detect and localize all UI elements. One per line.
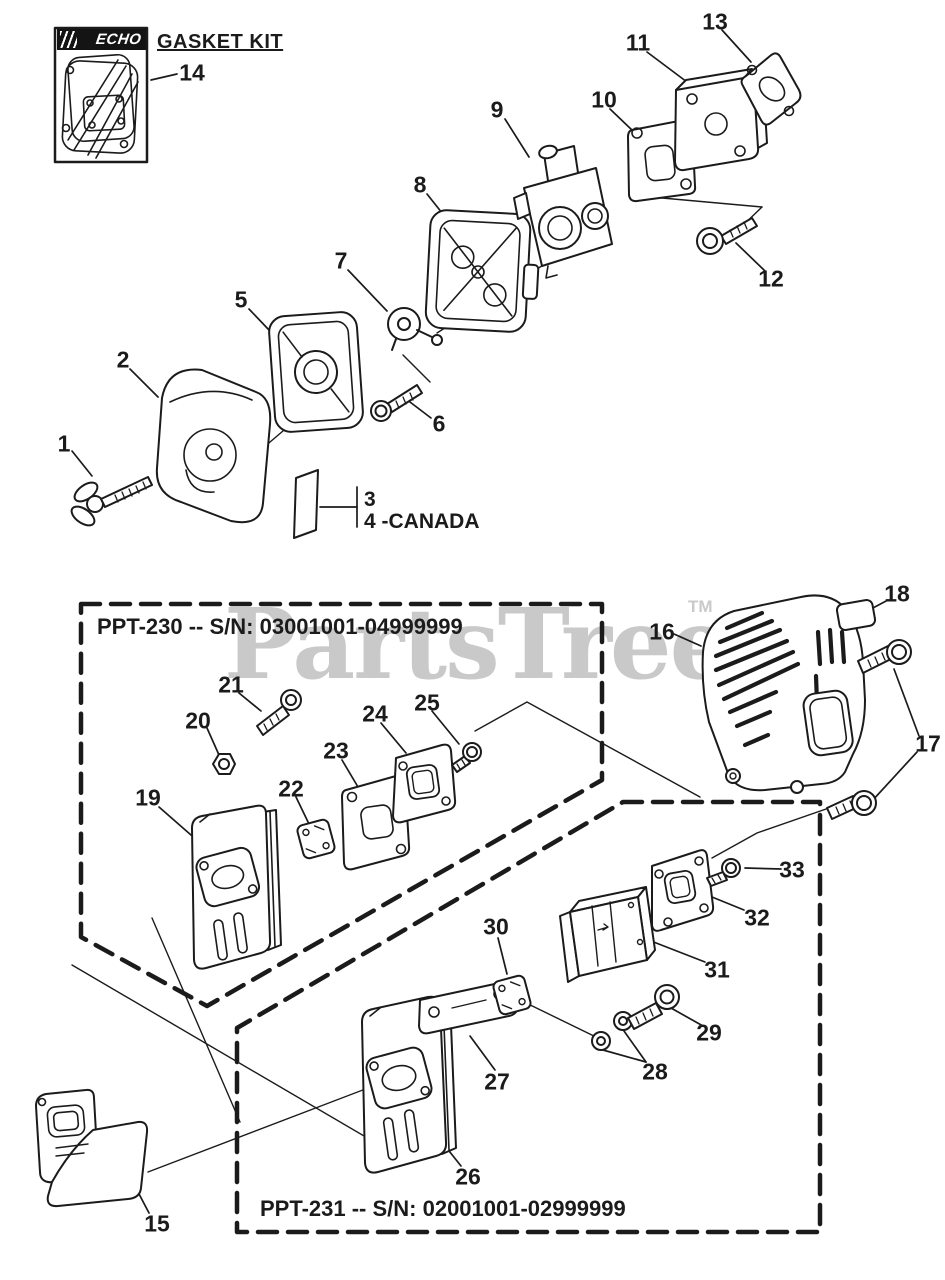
callout-7: 7 — [334, 247, 348, 274]
callout-10: 10 — [591, 86, 617, 113]
part-26-muffler — [361, 995, 457, 1174]
callout-leader-lines — [71, 29, 920, 1214]
callout-30: 30 — [483, 913, 509, 940]
part-16-engine-cover — [701, 594, 866, 794]
watermark: PartsTree TM — [224, 596, 731, 693]
watermark-tm: TM — [688, 597, 713, 616]
callout-9: 9 — [490, 96, 504, 123]
callout-3-label: 3 — [364, 488, 376, 511]
part-2-air-cleaner-cover — [155, 368, 272, 524]
callout-19: 19 — [135, 784, 161, 811]
echo-logo: ECHO — [57, 29, 146, 50]
part-30-gasket — [492, 974, 532, 1016]
part-6-bolt — [370, 384, 423, 422]
callout-31: 31 — [704, 956, 730, 983]
callout-13: 13 — [702, 8, 728, 35]
part-7-choke-assembly — [387, 307, 443, 351]
callout-33: 33 — [779, 856, 805, 883]
part-9-carburetor — [513, 144, 613, 279]
part-12-bolt — [696, 217, 758, 255]
echo-brand-text: ECHO — [94, 31, 143, 48]
callout-29: 29 — [696, 1019, 722, 1046]
callout-15: 15 — [144, 1210, 170, 1237]
part-8-air-cleaner-case — [424, 209, 540, 333]
callout-17: 17 — [915, 730, 941, 757]
ppt-231-dashed-box — [234, 799, 823, 1235]
part-15-muffler-guard — [35, 1088, 149, 1208]
part-33-screw — [706, 858, 741, 887]
part-18-label — [835, 599, 877, 631]
callout-2: 2 — [116, 346, 130, 373]
part-14-gasket-kit — [53, 26, 149, 164]
callout-27: 27 — [484, 1068, 510, 1095]
ppt-230-dashed-box — [78, 601, 605, 1009]
callout-32: 32 — [744, 904, 770, 931]
callout-4-canada-label: 4 -CANADA — [364, 510, 480, 533]
callout-18: 18 — [884, 580, 910, 607]
gasket-kit-title: GASKET KIT — [157, 31, 284, 53]
callout-11: 11 — [625, 29, 651, 56]
callout-24: 24 — [362, 700, 388, 727]
callout-21: 21 — [218, 671, 244, 698]
callout-23: 23 — [323, 737, 349, 764]
part-5-air-filter — [268, 311, 364, 433]
part-32-gasket — [651, 849, 715, 932]
part-25-screw — [451, 742, 482, 773]
callout-6: 6 — [432, 410, 446, 437]
callout-16: 16 — [649, 618, 675, 645]
callout-8: 8 — [413, 171, 427, 198]
part-22-gasket — [296, 818, 336, 860]
callout-5: 5 — [234, 286, 248, 313]
part-1-wing-bolt — [70, 476, 153, 527]
callout-20: 20 — [185, 707, 211, 734]
part-19-muffler — [191, 804, 282, 970]
part-29-bolt — [627, 984, 680, 1030]
part-21-bolt — [256, 689, 302, 736]
callout-26: 26 — [455, 1163, 481, 1190]
callout-28: 28 — [642, 1058, 668, 1085]
part-20-nut — [212, 753, 236, 775]
part-28-washers — [591, 1011, 633, 1051]
callout-12: 12 — [758, 265, 784, 292]
watermark-text: PartsTree — [224, 587, 731, 701]
ppt-231-serial-label: PPT-231 -- S/N: 02001001-02999999 — [260, 1196, 626, 1221]
part-3-element — [293, 469, 319, 539]
part-24-exhaust-plate — [392, 743, 457, 824]
callout-1: 1 — [57, 430, 71, 457]
callout-14: 14 — [179, 59, 205, 86]
echo-logo-stripes-icon — [60, 31, 77, 48]
part-31-heat-shield — [559, 886, 656, 983]
callout-25: 25 — [414, 689, 440, 716]
part-17-bolts — [826, 639, 912, 820]
ppt-230-serial-label: PPT-230 -- S/N: 03001001-04999999 — [97, 614, 463, 639]
part-13-exhaust-gasket — [740, 52, 802, 126]
callout-22: 22 — [278, 775, 304, 802]
